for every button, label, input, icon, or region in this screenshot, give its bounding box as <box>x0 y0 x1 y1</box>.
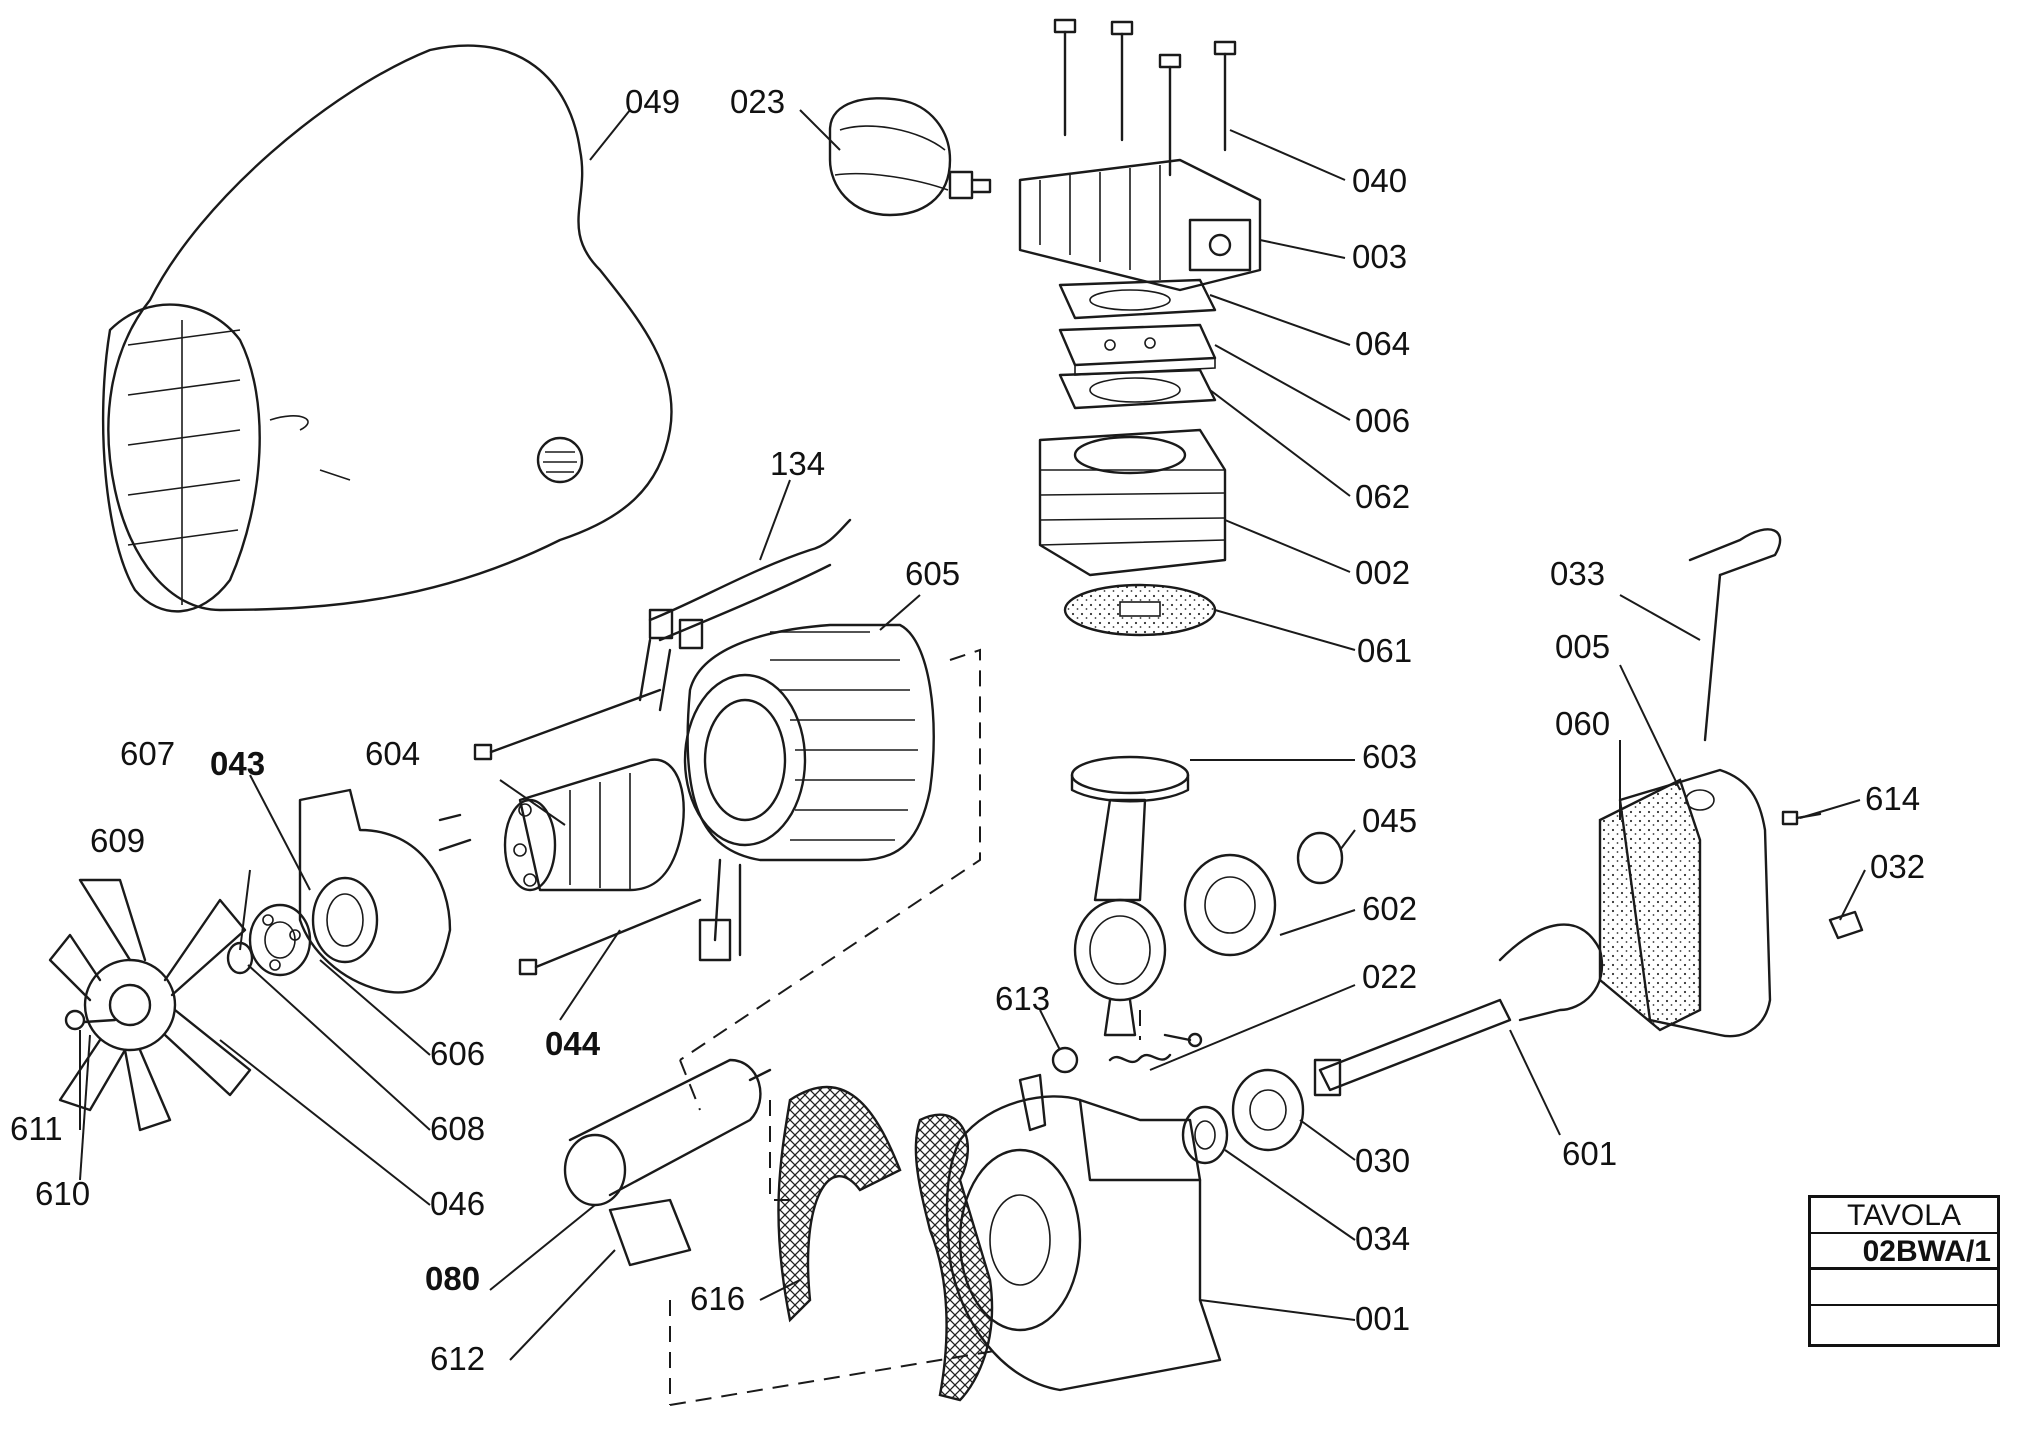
label-006: 006 <box>1355 402 1410 439</box>
gasket-064 <box>1058 278 1217 320</box>
label-616: 616 <box>690 1280 745 1317</box>
label-044: 044 <box>545 1025 601 1062</box>
label-601: 601 <box>1562 1135 1617 1172</box>
label-046: 046 <box>430 1185 485 1222</box>
label-611: 611 <box>10 1110 63 1147</box>
label-061: 061 <box>1357 632 1412 669</box>
label-049: 049 <box>625 83 680 120</box>
label-005: 005 <box>1555 628 1610 665</box>
title-block: TAVOLA 02BWA/1 <box>1808 1195 2000 1347</box>
title-block-row3 <box>1811 1270 1997 1306</box>
label-022: 022 <box>1362 958 1417 995</box>
stator-605 <box>683 623 935 962</box>
cover-gasket-060 <box>1598 778 1702 1032</box>
label-605: 605 <box>905 555 960 592</box>
label-032: 032 <box>1870 848 1925 885</box>
rotor-604 <box>503 758 685 892</box>
drain-plug-032 <box>1828 910 1864 940</box>
piston-603 <box>1070 755 1190 803</box>
end-bracket-043 <box>298 788 472 994</box>
nut-613 <box>1051 1046 1079 1074</box>
part-number-labels: 049 023 040 003 064 006 062 002 061 134 … <box>10 83 1925 1377</box>
label-606: 606 <box>430 1035 485 1072</box>
label-609: 609 <box>90 822 145 859</box>
crankcase-gasket-616 <box>777 1085 994 1402</box>
capacitor-bracket-612 <box>608 1198 692 1267</box>
label-033: 033 <box>1550 555 1605 592</box>
label-023: 023 <box>730 83 785 120</box>
label-001: 001 <box>1355 1300 1410 1337</box>
label-602: 602 <box>1362 890 1417 927</box>
label-040: 040 <box>1352 162 1407 199</box>
label-612: 612 <box>430 1340 485 1377</box>
motor-cover-shroud-049 <box>101 44 673 613</box>
gasket-062 <box>1058 368 1217 410</box>
crankcase-cover-005 <box>1618 768 1772 1038</box>
label-060: 060 <box>1555 705 1610 742</box>
label-062: 062 <box>1355 478 1410 515</box>
label-613: 613 <box>995 980 1050 1017</box>
title-block-header: TAVOLA <box>1811 1198 1997 1234</box>
assembly-dashed-lines <box>669 648 1141 1406</box>
tie-rods-044 <box>473 688 702 976</box>
label-003: 003 <box>1352 238 1407 275</box>
screw-near-022 <box>1163 1032 1203 1048</box>
title-block-code: 02BWA/1 <box>1811 1234 1997 1270</box>
leader-lines <box>79 109 1866 1361</box>
cylinder-head-003 <box>1018 158 1262 292</box>
label-610: 610 <box>35 1175 90 1212</box>
circlip-045 <box>1296 831 1344 885</box>
label-614: 614 <box>1865 780 1920 817</box>
main-bearing-602 <box>1183 853 1277 957</box>
bearing-607 <box>248 903 312 977</box>
dipstick-033 <box>1688 528 1782 742</box>
spring-022 <box>1108 1053 1172 1064</box>
label-043: 043 <box>210 745 265 782</box>
label-603: 603 <box>1362 738 1417 775</box>
bearing-030 <box>1231 1068 1305 1152</box>
crankcase-001 <box>945 1073 1222 1392</box>
label-604: 604 <box>365 735 420 772</box>
head-bolts-040 <box>1053 18 1237 177</box>
crankshaft-601 <box>1313 923 1604 1097</box>
fan-screw-611 <box>64 1009 117 1031</box>
wiring-134 <box>638 518 852 712</box>
label-030: 030 <box>1355 1142 1410 1179</box>
label-034: 034 <box>1355 1220 1410 1257</box>
cylinder-002 <box>1038 428 1227 577</box>
label-064: 064 <box>1355 325 1410 362</box>
label-080: 080 <box>425 1260 480 1297</box>
connecting-rod <box>1073 798 1167 1037</box>
label-134: 134 <box>770 445 825 482</box>
base-gasket-061 <box>1063 583 1217 637</box>
label-607: 607 <box>120 735 175 772</box>
label-002: 002 <box>1355 554 1410 591</box>
label-608: 608 <box>430 1110 485 1147</box>
title-block-row4 <box>1811 1306 1997 1342</box>
capacitor-080 <box>563 1058 772 1207</box>
label-045: 045 <box>1362 802 1417 839</box>
oil-seal-034 <box>1181 1105 1229 1165</box>
air-filter-023 <box>828 97 992 217</box>
valve-plate-006 <box>1058 323 1217 376</box>
